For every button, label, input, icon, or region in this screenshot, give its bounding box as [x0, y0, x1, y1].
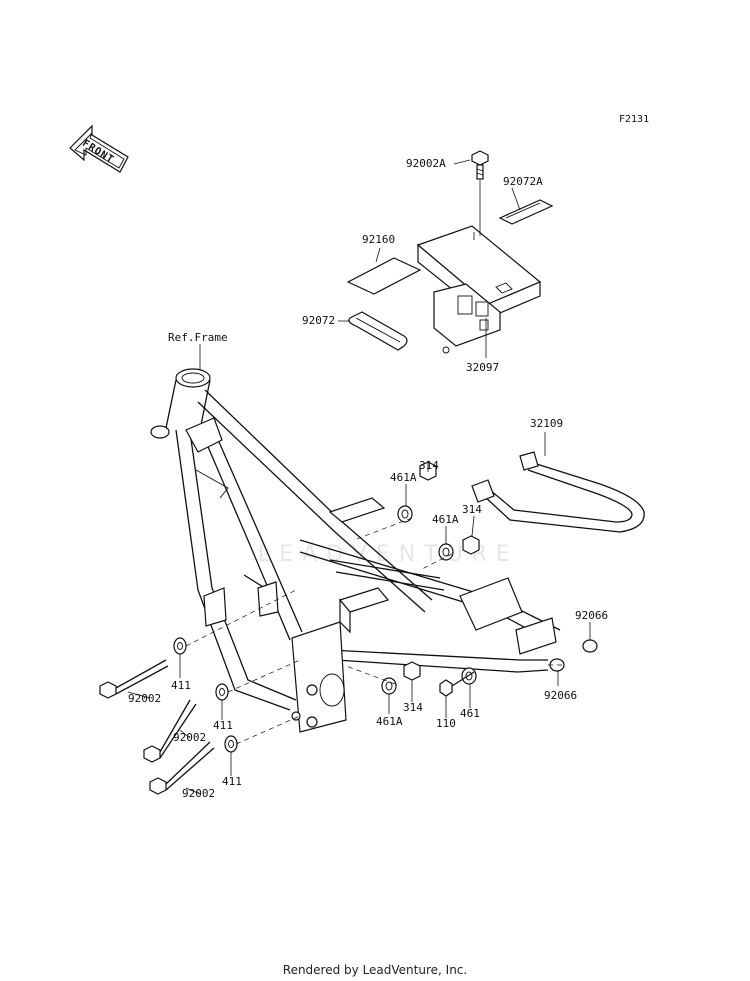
footrest-bar-32109-part: [471, 432, 645, 533]
callout-92160[interactable]: 92160: [362, 233, 396, 246]
callout-92002-b[interactable]: 92002: [173, 731, 207, 744]
motorcycle-frame-part: [150, 368, 561, 733]
footer-credit: Rendered by LeadVenture, Inc.: [282, 963, 468, 977]
bolt-110-part: [439, 671, 475, 697]
front-arrow-icon: [69, 124, 129, 173]
callout-32109[interactable]: 32109: [530, 417, 564, 430]
callout-314-c[interactable]: 314: [403, 701, 423, 714]
washer-411-a-part: [173, 637, 187, 655]
alignment-dash-lines: [185, 517, 562, 745]
washer-461a-b-part: [438, 543, 454, 561]
callout-32097[interactable]: 32097: [466, 361, 500, 374]
callout-411-a[interactable]: 411: [171, 679, 191, 692]
bolt-92002-a-part: [99, 659, 169, 699]
callout-92066-b[interactable]: 92066: [544, 689, 578, 702]
callout-461A-b[interactable]: 461A: [432, 513, 459, 526]
rubber-pad-92160-part: [346, 257, 422, 295]
callout-92066-a[interactable]: 92066: [575, 609, 609, 622]
nut-314-c-part: [403, 661, 421, 681]
callout-ref-frame[interactable]: Ref.Frame: [168, 331, 228, 344]
washer-461a-c-part: [381, 677, 397, 695]
nut-314-b-part: [462, 535, 480, 555]
callout-92072A[interactable]: 92072A: [503, 175, 543, 188]
callout-461[interactable]: 461: [460, 707, 480, 720]
washer-461-part: [461, 667, 477, 685]
bolt-92002-c-part: [149, 741, 215, 795]
callout-92002-a[interactable]: 92002: [128, 692, 162, 705]
cap-92066-a-part: [582, 639, 598, 653]
battery-case-part: [416, 225, 542, 354]
callout-411-b[interactable]: 411: [213, 719, 233, 732]
strap-92072a-part: [498, 199, 554, 225]
callout-92002-c[interactable]: 92002: [182, 787, 216, 800]
callout-461A-c[interactable]: 461A: [376, 715, 403, 728]
callout-461A-a[interactable]: 461A: [390, 471, 417, 484]
washer-411-b-part: [215, 683, 229, 701]
callout-92002A[interactable]: 92002A: [406, 157, 446, 170]
callout-92072[interactable]: 92072: [302, 314, 336, 327]
band-92072-part: [348, 311, 408, 351]
leader-lines: [127, 159, 591, 795]
washer-461a-a-part: [397, 505, 413, 523]
callout-110[interactable]: 110: [436, 717, 456, 730]
bolt-92002-b-part: [143, 699, 197, 763]
callout-314-b[interactable]: 314: [462, 503, 482, 516]
callout-411-c[interactable]: 411: [222, 775, 242, 788]
callout-314-a[interactable]: 314: [419, 459, 439, 472]
bolt-92002a-part: [471, 150, 489, 236]
washer-411-c-part: [224, 735, 238, 753]
diagram-id: F2131: [619, 114, 650, 125]
